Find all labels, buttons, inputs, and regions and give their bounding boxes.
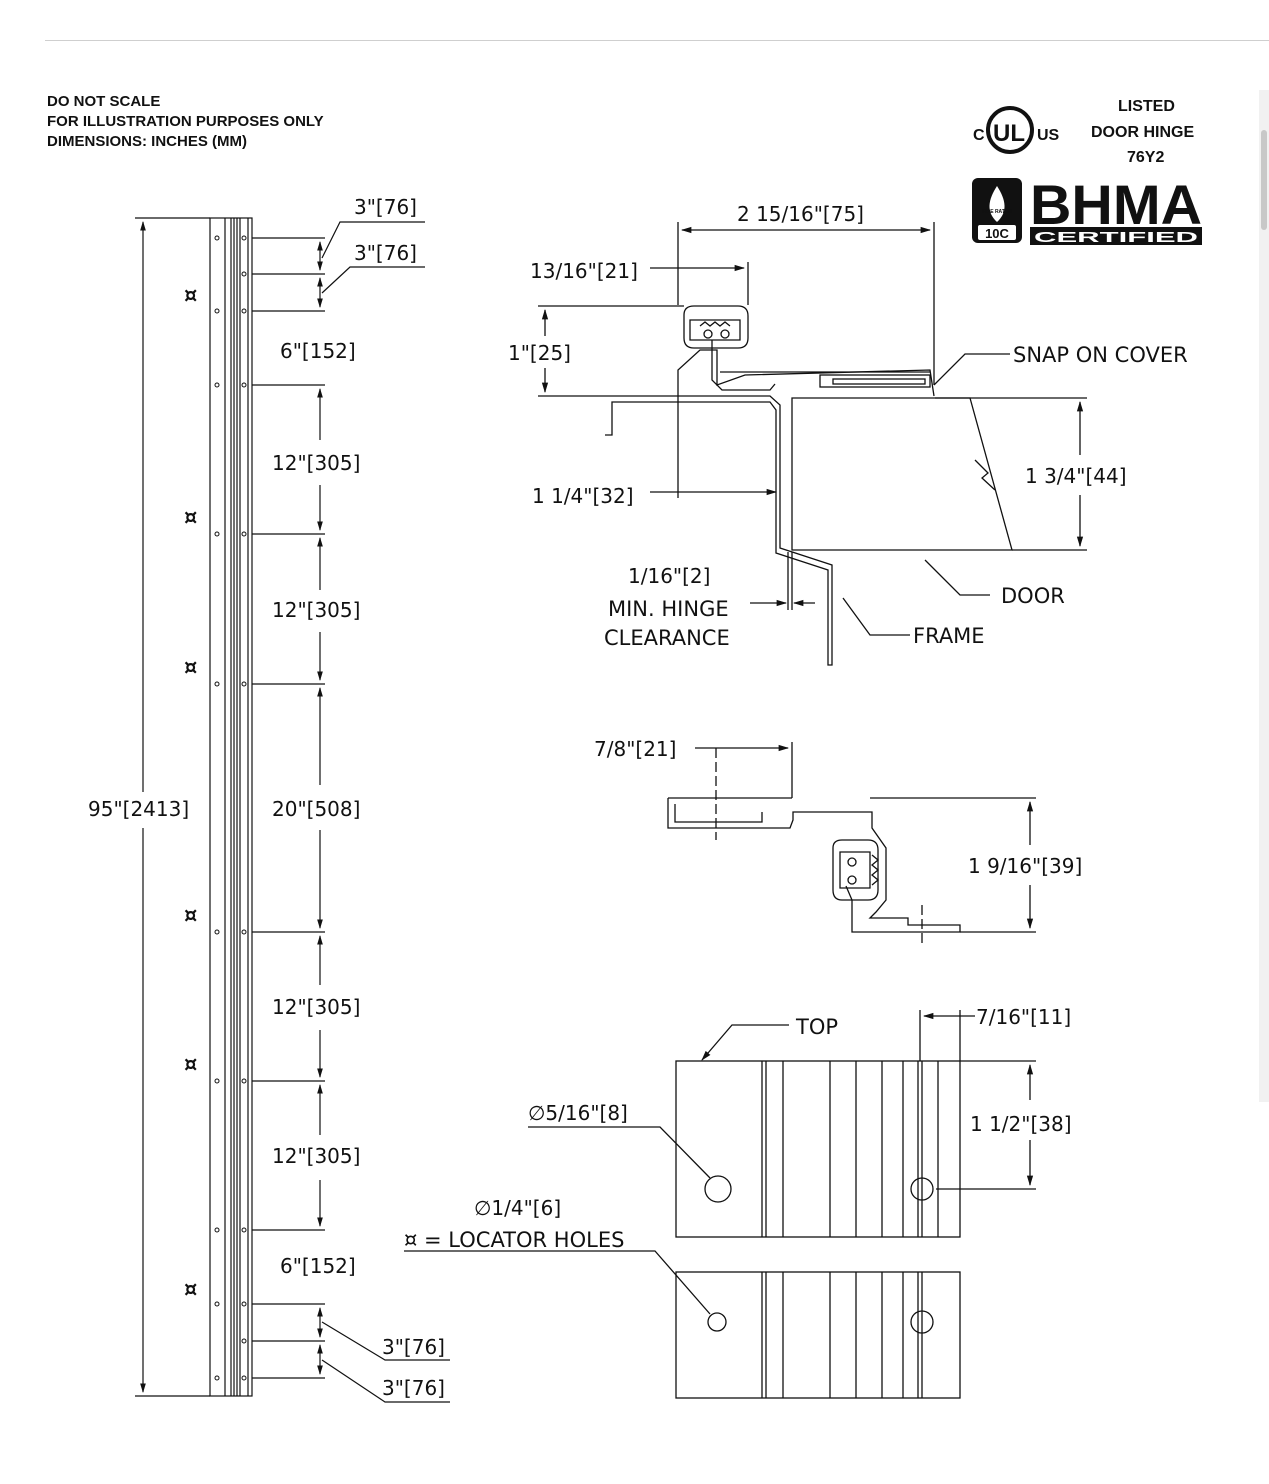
dim-hole-spacing: 1 1/2"[38] (970, 1112, 1072, 1136)
locator-symbol-5: ¤ (184, 1052, 197, 1076)
dim-span-4: 12"[305] (272, 995, 360, 1019)
locator-hole-symbols: ¤ ¤ ¤ ¤ ¤ ¤ (184, 283, 197, 1301)
dim-bottom-height: 1 9/16"[39] (968, 854, 1082, 878)
dim-small-hole: ∅1/4"[6] (474, 1196, 561, 1220)
callout-frame: FRAME (913, 624, 985, 648)
locator-symbol-4: ¤ (184, 903, 197, 927)
bhma-class-text: 10C (985, 226, 1009, 241)
locator-symbol-1: ¤ (184, 283, 197, 307)
dim-knuckle-width: 13/16"[21] (530, 259, 638, 283)
dim-door-thickness: 1 3/4"[44] (1025, 464, 1127, 488)
top-divider (45, 40, 1269, 41)
ul-us-text: US (1037, 127, 1060, 144)
dim-bottom-spacing-2: 3"[76] (382, 1376, 445, 1400)
elevation-screw-holes (214, 235, 247, 1381)
dim-large-hole: ∅5/16"[8] (528, 1101, 628, 1125)
callout-snap-on-cover: SNAP ON COVER (1013, 343, 1188, 367)
dim-top-spacing-2: 3"[76] (354, 241, 417, 265)
leaf-detail-dimensions: TOP 7/16"[11] 1 1/2"[38] ∅5/16"[8] ∅1/4"… (404, 1005, 1072, 1252)
elevation-dimensions: 95"[2413] 3"[76] 3"[76] 6"[152] 12"[305]… (88, 195, 445, 1400)
ul-c-text: C (973, 127, 985, 144)
locator-symbol-3: ¤ (184, 655, 197, 679)
note-dimensions: DIMENSIONS: INCHES (MM) (47, 133, 247, 150)
leaf-detail-upper (528, 1010, 1036, 1238)
note-do-not-scale: DO NOT SCALE (47, 93, 161, 110)
locator-symbol-6: ¤ (184, 1277, 197, 1301)
dim-section-height: 1"[25] (508, 341, 571, 365)
dim-section-width: 2 15/16"[75] (737, 202, 864, 226)
vertical-scrollbar[interactable] (1259, 90, 1269, 1102)
dim-edge-offset: 7/16"[11] (976, 1005, 1071, 1029)
scrollbar-thumb[interactable] (1261, 130, 1267, 230)
drawing-notes: DO NOT SCALE FOR ILLUSTRATION PURPOSES O… (47, 92, 324, 152)
callout-door: DOOR (1001, 584, 1065, 608)
label-top: TOP (795, 1015, 838, 1039)
dim-bottom-locator: 6"[152] (280, 1254, 356, 1278)
clearance-label-1: MIN. HINGE (608, 597, 729, 621)
dim-span-3: 20"[508] (272, 797, 360, 821)
bhma-fire-text: FIRE RATED (982, 209, 1012, 215)
hinge-elevation-view (135, 217, 450, 1403)
dim-bottom-offset: 7/8"[21] (594, 737, 676, 761)
dim-top-spacing-1: 3"[76] (354, 195, 417, 219)
dim-clearance: 1/16"[2] (628, 564, 710, 588)
dim-overall: 95"[2413] (88, 797, 189, 821)
dim-span-1: 12"[305] (272, 451, 360, 475)
locator-holes-legend: ¤ = LOCATOR HOLES (404, 1228, 624, 1252)
bhma-certified-logo: FIRE RATED 10C BHMA CERTIFIED (972, 173, 1202, 246)
hinge-section-top (538, 222, 1087, 666)
bhma-certified-text: CERTIFIED (1034, 229, 1198, 246)
clearance-label-2: CLEARANCE (604, 626, 730, 650)
leaf-detail-lower (404, 1250, 961, 1399)
hinge-section-bottom (667, 742, 1036, 945)
section-top-dimensions: 2 15/16"[75] 13/16"[21] 1"[25] 1 1/4"[32… (508, 202, 1188, 650)
ul-listed-logo: C UL US LISTED DOOR HINGE 76Y2 (973, 98, 1194, 166)
dim-span-5: 12"[305] (272, 1144, 360, 1168)
ul-door-hinge-text: DOOR HINGE (1091, 124, 1194, 141)
locator-symbol-2: ¤ (184, 505, 197, 529)
dim-span-2: 12"[305] (272, 598, 360, 622)
dim-top-locator: 6"[152] (280, 339, 356, 363)
dim-leaf-offset: 1 1/4"[32] (532, 484, 634, 508)
dim-bottom-spacing-1: 3"[76] (382, 1335, 445, 1359)
ul-code-text: 76Y2 (1127, 149, 1164, 166)
section-bottom-dimensions: 7/8"[21] 1 9/16"[39] (594, 737, 1082, 878)
bhma-main-text: BHMA (1030, 173, 1202, 236)
ul-listed-text: LISTED (1118, 98, 1175, 115)
ul-mark-text: UL (993, 120, 1025, 147)
note-illustration: FOR ILLUSTRATION PURPOSES ONLY (47, 113, 324, 130)
